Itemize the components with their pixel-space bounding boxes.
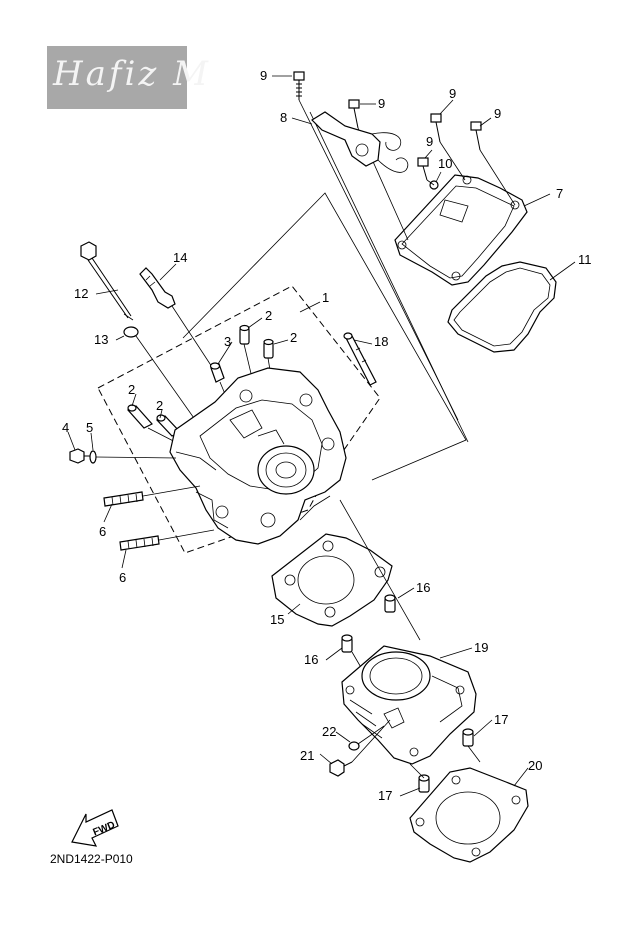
callout-13: 13 xyxy=(94,332,108,347)
callout-8: 8 xyxy=(280,110,287,125)
cover-bolt-9e xyxy=(417,157,429,181)
dowel-pin-2b xyxy=(263,338,274,359)
callout-9: 9 xyxy=(494,106,501,121)
head-cover xyxy=(394,174,528,286)
dowel-16a xyxy=(384,594,396,613)
callout-6: 6 xyxy=(99,524,106,539)
callout-3: 3 xyxy=(224,334,231,349)
callout-4: 4 xyxy=(62,420,69,435)
callout-22: 22 xyxy=(322,724,336,739)
head-gasket-15 xyxy=(271,533,393,627)
callout-9: 9 xyxy=(378,96,385,111)
cover-bolt-9d xyxy=(470,121,482,151)
washer-13 xyxy=(123,326,139,338)
callout-15: 15 xyxy=(270,612,284,627)
watermark-text: Hafiz M xyxy=(53,54,211,94)
stud-6b xyxy=(119,529,215,551)
reference-outline xyxy=(182,192,467,481)
callout-2: 2 xyxy=(290,330,297,345)
callout-1: 1 xyxy=(322,290,329,305)
watermark-logo: Hafiz M xyxy=(47,46,208,109)
callout-21: 21 xyxy=(300,748,314,763)
callout-9: 9 xyxy=(426,134,433,149)
base-gasket-20 xyxy=(409,767,529,863)
callout-2: 2 xyxy=(156,398,163,413)
callout-14: 14 xyxy=(173,250,187,265)
callout-5: 5 xyxy=(86,420,93,435)
bolt-21 xyxy=(329,759,353,777)
forward-arrow-icon: FWD xyxy=(71,809,119,847)
bolt-4 xyxy=(69,448,90,464)
dowel-pin-2c xyxy=(127,404,153,429)
callout-17: 17 xyxy=(378,788,392,803)
callout-2: 2 xyxy=(265,308,272,323)
callout-19: 19 xyxy=(474,640,488,655)
diagram-code: 2ND1422-P010 xyxy=(50,852,133,866)
washer-22 xyxy=(348,741,360,751)
callout-7: 7 xyxy=(556,186,563,201)
dowel-pin-2a xyxy=(239,324,250,345)
head-bolt-12 xyxy=(80,241,134,321)
stud-bolt-18 xyxy=(343,332,377,386)
cylinder-19 xyxy=(341,645,477,765)
washer-5 xyxy=(89,450,97,464)
stud-6a xyxy=(103,485,201,507)
callout-16: 16 xyxy=(416,580,430,595)
callout-20: 20 xyxy=(528,758,542,773)
callout-11: 11 xyxy=(578,252,592,267)
spark-plug-14 xyxy=(139,267,215,371)
callout-10: 10 xyxy=(438,156,452,171)
dowel-17a xyxy=(462,728,474,747)
cylinder-head-1 xyxy=(169,367,347,545)
callout-2: 2 xyxy=(128,382,135,397)
callout-17: 17 xyxy=(494,712,508,727)
callout-9: 9 xyxy=(449,86,456,101)
callout-16: 16 xyxy=(304,652,318,667)
callout-18: 18 xyxy=(374,334,388,349)
guide-bracket-8 xyxy=(311,111,409,173)
head-cover-gasket xyxy=(447,261,557,353)
oil-nozzle-3 xyxy=(209,362,225,383)
callout-12: 12 xyxy=(74,286,88,301)
cover-bolt-9a xyxy=(293,71,305,100)
cover-bolt-9b xyxy=(348,99,360,129)
cover-bolt-9c xyxy=(430,113,442,143)
callout-9: 9 xyxy=(260,68,267,83)
dowel-16b xyxy=(341,634,353,653)
callout-6: 6 xyxy=(119,570,126,585)
